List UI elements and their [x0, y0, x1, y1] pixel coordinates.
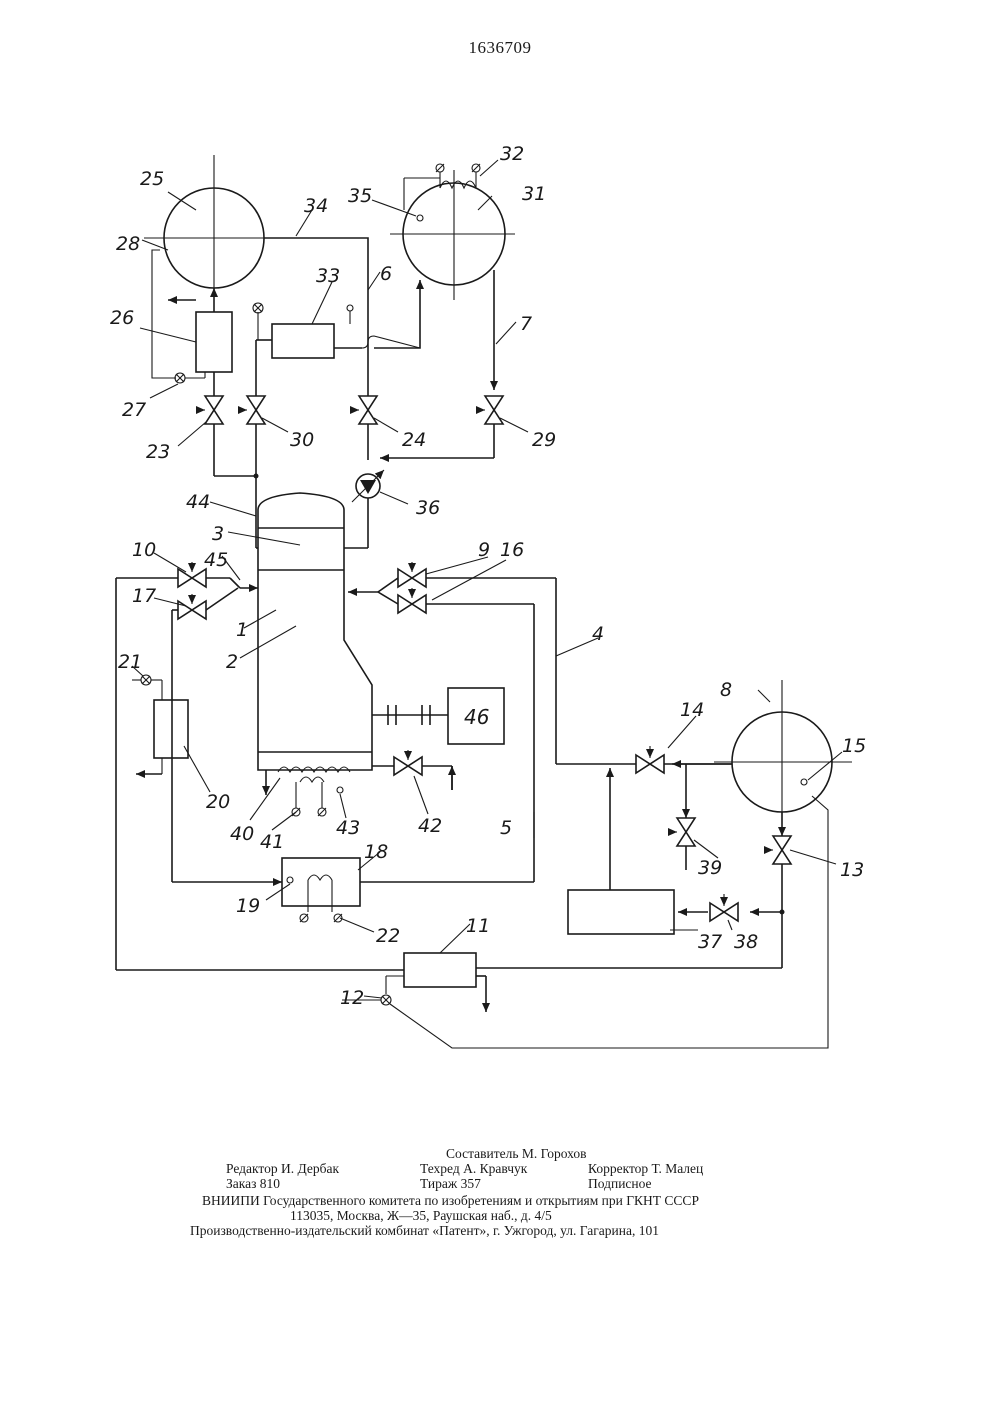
valve-13[interactable] [764, 836, 791, 864]
label-39: 39 [698, 857, 722, 879]
label-36: 36 [416, 497, 440, 519]
label-1: 1 [236, 619, 248, 641]
label-11: 11 [466, 915, 490, 937]
valve-17[interactable] [178, 594, 206, 619]
label-26: 26 [110, 307, 134, 329]
valve-9[interactable] [398, 562, 426, 587]
valve-42[interactable] [394, 750, 422, 775]
label-5: 5 [500, 817, 512, 839]
unit-37 [568, 890, 674, 934]
label-4: 4 [592, 623, 604, 645]
label-41: 41 [260, 831, 284, 853]
valve-23[interactable] [196, 396, 223, 424]
label-35: 35 [348, 185, 372, 207]
label-25: 25 [140, 168, 164, 190]
label-42: 42 [418, 815, 442, 837]
label-14: 14 [680, 699, 704, 721]
label-19: 19 [236, 895, 260, 917]
label-32: 32 [500, 143, 524, 165]
label-30: 30 [290, 429, 314, 451]
colophon-editor: Редактор И. Дербак [226, 1161, 339, 1177]
colophon-address: 113035, Москва, Ж—35, Раушская наб., д. … [290, 1208, 552, 1224]
label-40: 40 [230, 823, 254, 845]
receiver-8 [714, 680, 852, 820]
label-21: 21 [118, 651, 142, 673]
valve-24[interactable] [350, 396, 377, 424]
receiver-31 [390, 164, 515, 300]
heat-exchanger-20 [154, 700, 188, 758]
evaporator-18 [282, 858, 360, 906]
label-27: 27 [122, 399, 146, 421]
colophon-printer: Производственно-издательский комбинат «П… [190, 1223, 659, 1239]
colophon-org: ВНИИПИ Государственного комитета по изоб… [202, 1193, 699, 1209]
heat-exchanger-26 [196, 312, 232, 372]
valve-10[interactable] [178, 562, 206, 587]
label-2: 2 [226, 651, 238, 673]
label-8: 8 [720, 679, 732, 701]
valve-16[interactable] [398, 588, 426, 613]
label-12: 12 [340, 987, 364, 1009]
label-23: 23 [146, 441, 170, 463]
colophon-corrector: Корректор Т. Малец [588, 1161, 703, 1177]
label-7: 7 [520, 313, 532, 335]
label-15: 15 [842, 735, 866, 757]
label-45: 45 [204, 549, 228, 571]
label-29: 29 [532, 429, 556, 451]
colophon-order: Заказ 810 [226, 1176, 280, 1192]
label-17: 17 [132, 585, 156, 607]
label-28: 28 [116, 233, 140, 255]
leader-lines [132, 160, 842, 998]
receiver-25 [144, 155, 294, 292]
label-31: 31 [522, 183, 546, 205]
valve-38[interactable] [710, 894, 738, 921]
label-10: 10 [132, 539, 156, 561]
label-34: 34 [304, 195, 328, 217]
label-37: 37 [698, 931, 722, 953]
label-9: 9 [478, 539, 490, 561]
valve-14[interactable] [636, 746, 664, 773]
valve-30[interactable] [238, 396, 265, 424]
label-22: 22 [376, 925, 400, 947]
heat-exchanger-11 [404, 953, 476, 987]
label-43: 43 [336, 817, 360, 839]
colophon-circulation: Тираж 357 [420, 1176, 481, 1192]
label-44: 44 [186, 491, 210, 513]
label-24: 24 [402, 429, 426, 451]
colophon-techred: Техред А. Кравчук [420, 1161, 527, 1177]
reactor-1 [258, 493, 448, 816]
label-46: 46 [464, 705, 489, 729]
label-20: 20 [206, 791, 230, 813]
heater-18-coil [287, 875, 342, 922]
colophon-subscription: Подписное [588, 1176, 652, 1192]
label-6: 6 [380, 263, 392, 285]
label-3: 3 [212, 523, 224, 545]
heat-exchanger-33 [272, 324, 334, 358]
label-38: 38 [734, 931, 758, 953]
valve-39[interactable] [668, 818, 695, 846]
label-18: 18 [364, 841, 388, 863]
colophon-compiler: Составитель М. Горохов [446, 1146, 587, 1162]
label-13: 13 [840, 859, 864, 881]
valve-29[interactable] [476, 396, 503, 424]
label-33: 33 [316, 265, 340, 287]
label-16: 16 [500, 539, 524, 561]
